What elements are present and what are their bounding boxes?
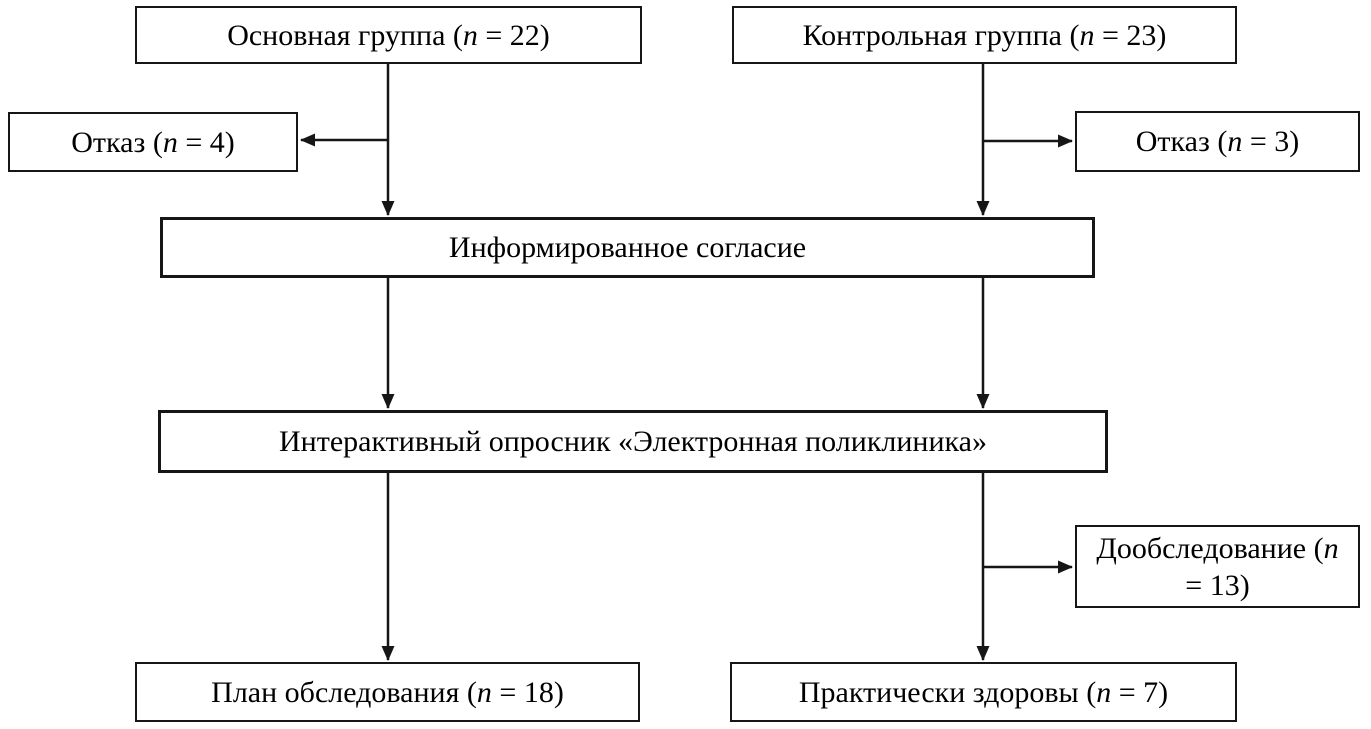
box-examination-plan: План обследования (n = 18) <box>135 662 640 722</box>
box-control-group: Контрольная группа (n = 23) <box>732 6 1237 64</box>
box-interactive-questionnaire-label: Интерактивный опросник «Электронная поли… <box>279 425 987 458</box>
box-refusal-right-label: Отказ (n = 3) <box>1135 125 1300 158</box>
box-main-group: Основная группа (n = 22) <box>135 6 642 64</box>
box-refusal-right: Отказ (n = 3) <box>1075 111 1360 172</box>
box-practically-healthy: Практически здоровы (n = 7) <box>730 662 1237 722</box>
box-control-group-label: Контрольная группа (n = 23) <box>802 18 1167 52</box>
box-additional-examination: Дообследование (n = 13) <box>1075 525 1360 608</box>
box-informed-consent-label: Информированное согласие <box>448 231 807 264</box>
box-interactive-questionnaire: Интерактивный опросник «Электронная поли… <box>158 410 1108 473</box>
box-refusal-left-label: Отказ (n = 4) <box>71 125 235 159</box>
box-main-group-label: Основная группа (n = 22) <box>227 18 550 52</box>
box-refusal-left: Отказ (n = 4) <box>8 112 298 172</box>
box-practically-healthy-label: Практически здоровы (n = 7) <box>798 675 1169 709</box>
box-additional-examination-label: Дообследование (n = 13) <box>1096 531 1339 602</box>
box-examination-plan-label: План обследования (n = 18) <box>211 675 564 709</box>
box-informed-consent: Информированное согласие <box>160 217 1095 278</box>
